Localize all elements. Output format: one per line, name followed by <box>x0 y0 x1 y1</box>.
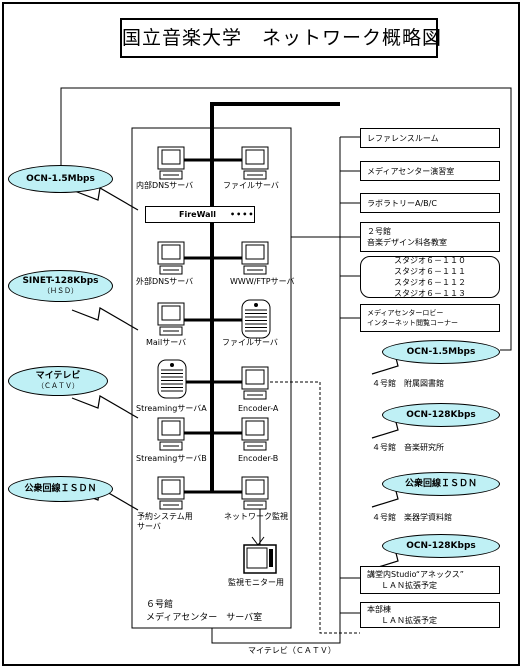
external-dns-label: 外部DNSサーバ <box>136 277 194 286</box>
streaming-a-icon <box>157 359 187 399</box>
box-line: ＬＡＮ拡張予定 <box>381 616 437 625</box>
firewall-status-dots: •••• <box>230 210 255 219</box>
external-dns-icon <box>157 241 185 275</box>
headquarters-box: 本部棟 ＬＡＮ拡張予定 <box>360 602 500 628</box>
branch-cloud-label: OCN-1.5Mbps <box>406 346 476 357</box>
www-ftp-label: WWW/FTPサーバ <box>230 277 295 286</box>
file-1-label: ファイルサーバ <box>223 181 279 190</box>
room-media-lab: メディアセンター演習室 <box>360 161 500 181</box>
catv-line <box>211 628 341 644</box>
page-title: 国立音楽大学 ネットワーク概略図 <box>120 18 441 58</box>
net-monitor-label: ネットワーク監視 <box>224 512 288 521</box>
catv-bottom-label: マイテレビ（ＣＡＴＶ） <box>248 646 336 655</box>
room-studios: スタジオ６－１１０ スタジオ６－１１１ スタジオ６－１１２ スタジオ６－１１３ <box>360 256 500 298</box>
room-line: メディアセンターロビー <box>367 309 444 317</box>
branch-cloud-label: OCN-128Kbps <box>406 540 476 551</box>
encoder-b-label: Encoder-B <box>238 454 279 463</box>
room-line: インターネット閲覧コーナー <box>367 319 458 327</box>
internal-dns-icon <box>157 146 185 180</box>
streaming-a-label: StreamingサーバA <box>136 404 207 413</box>
cloud-isdn-label: 公衆回線ＩＳＤＮ <box>24 483 97 494</box>
file-1-icon <box>241 146 269 180</box>
room-connectors <box>340 136 360 614</box>
room-line: ２号館 <box>367 227 391 236</box>
cloud-mytv: マイテレビ （ＣＡＴＶ） <box>8 366 108 396</box>
room-lobby: メディアセンターロビー インターネット閲覧コーナー <box>360 304 500 332</box>
room-line: スタジオ６－１１２ <box>394 278 466 287</box>
cloud-sinet-label: SINET-128Kbps <box>22 276 99 287</box>
monitor-icon <box>243 536 277 574</box>
server-room-building: ６号館 <box>146 600 174 610</box>
encoder-b-icon <box>241 417 269 451</box>
room-line: スタジオ６－１１３ <box>394 289 466 298</box>
cloud-sinet: SINET-128Kbps （ＨＳＤ） <box>8 270 113 302</box>
reservation-label: 予約システム用 サーバ <box>137 512 193 531</box>
firewall: FireWall •••• <box>145 206 255 223</box>
server-room-name: メディアセンター サーバ室 <box>146 613 263 623</box>
room-line: スタジオ６－１１１ <box>394 267 466 276</box>
branch-research-institute: ４号館 音楽研究所 <box>372 443 444 452</box>
net-monitor-icon <box>241 476 269 510</box>
branch-library: ４号館 附属図書館 <box>372 379 444 388</box>
box-line: 本部棟 <box>367 605 391 614</box>
cloud-ocn-label: OCN-1.5Mbps <box>26 173 95 184</box>
cloud-isdn: 公衆回線ＩＳＤＮ <box>8 476 113 502</box>
encoder-a-icon <box>241 366 269 400</box>
firewall-label: FireWall <box>179 210 216 219</box>
room-line: レファレンスルーム <box>367 133 439 143</box>
branch-instrument-museum: ４号館 楽器学資料館 <box>372 513 452 522</box>
outer-loop-line <box>60 87 512 351</box>
streaming-b-icon <box>157 417 185 451</box>
cloud-sinet-sub: （ＨＳＤ） <box>43 287 78 296</box>
branch-cloud-ocn128-a: OCN-128Kbps <box>382 403 500 427</box>
room-building2: ２号館 音楽デザイン科各教室 <box>360 222 500 252</box>
backbone-line <box>210 102 340 492</box>
mail-icon <box>157 302 185 336</box>
monitor-label: 監視モニター用 <box>228 578 284 587</box>
streaming-b-label: StreamingサーバB <box>136 454 207 463</box>
room-reference: レファレンスルーム <box>360 128 500 148</box>
cloud-mytv-label: マイテレビ <box>35 371 81 382</box>
cloud-mytv-sub: （ＣＡＴＶ） <box>37 382 79 391</box>
room-laboratory: ラボラトリーA/B/C <box>360 193 500 213</box>
internal-dns-label: 内部DNSサーバ <box>136 181 194 190</box>
box-line: ＬＡＮ拡張予定 <box>381 581 437 590</box>
encoder-dashed-line <box>265 381 360 634</box>
reservation-icon <box>157 476 185 510</box>
branch-cloud-ocn15: OCN-1.5Mbps <box>382 340 500 364</box>
branch-cloud-label: OCN-128Kbps <box>406 409 476 420</box>
branch-cloud-isdn: 公衆回線ＩＳＤＮ <box>382 472 500 496</box>
room-line: ラボラトリーA/B/C <box>367 198 437 208</box>
annex-studio-box: 講堂内Studio“アネックス” ＬＡＮ拡張予定 <box>360 566 500 594</box>
mail-label: Mailサーバ <box>146 338 187 347</box>
encoder-a-label: Encoder-A <box>238 404 279 413</box>
cloud-ocn: OCN-1.5Mbps <box>8 165 113 193</box>
diagram-frame <box>2 2 520 666</box>
file-2-label: ファイルサーバ <box>222 338 278 347</box>
branch-cloud-label: 公衆回線ＩＳＤＮ <box>404 478 477 489</box>
www-ftp-icon <box>241 241 269 275</box>
room-line: メディアセンター演習室 <box>367 166 455 176</box>
wireless-links <box>71 187 139 511</box>
box-line: 講堂内Studio“アネックス” <box>367 570 464 579</box>
room-line: スタジオ６－１１０ <box>394 256 466 265</box>
branch-cloud-ocn128-b: OCN-128Kbps <box>382 534 500 558</box>
server-icons <box>157 146 277 574</box>
file-2-icon <box>241 299 271 339</box>
room-line: 音楽デザイン科各教室 <box>367 238 447 247</box>
